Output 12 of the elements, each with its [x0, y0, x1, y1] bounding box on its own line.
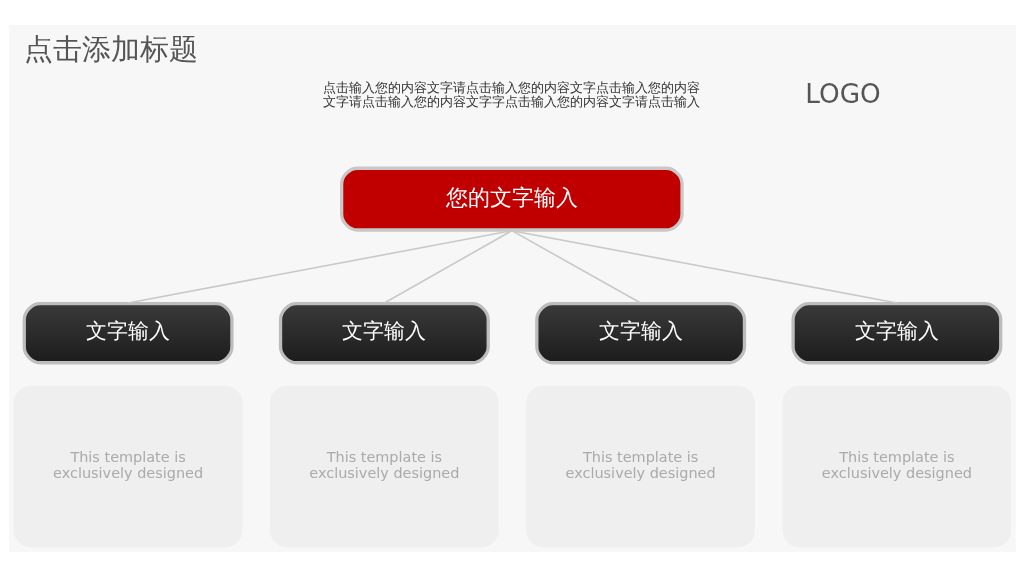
diagram-title: 点击添加标题	[23, 31, 198, 66]
connector	[126, 229, 513, 304]
connector	[510, 229, 641, 304]
node-box: 您的文字输入	[339, 166, 684, 232]
label: LOGO	[804, 78, 881, 109]
node-box: 文字输入	[22, 301, 234, 364]
connector	[510, 229, 898, 304]
node-box: 文字输入	[534, 301, 746, 364]
node-box: 文字输入	[790, 301, 1002, 364]
node-box: 文字输入	[278, 301, 490, 364]
connector	[383, 229, 513, 304]
label: 点击输入您的内容文字请点击输入您的内容文字点击输入您的内容文字请点击输入您的内容文字字点击输入您的内容文字请点击输入	[322, 79, 700, 109]
